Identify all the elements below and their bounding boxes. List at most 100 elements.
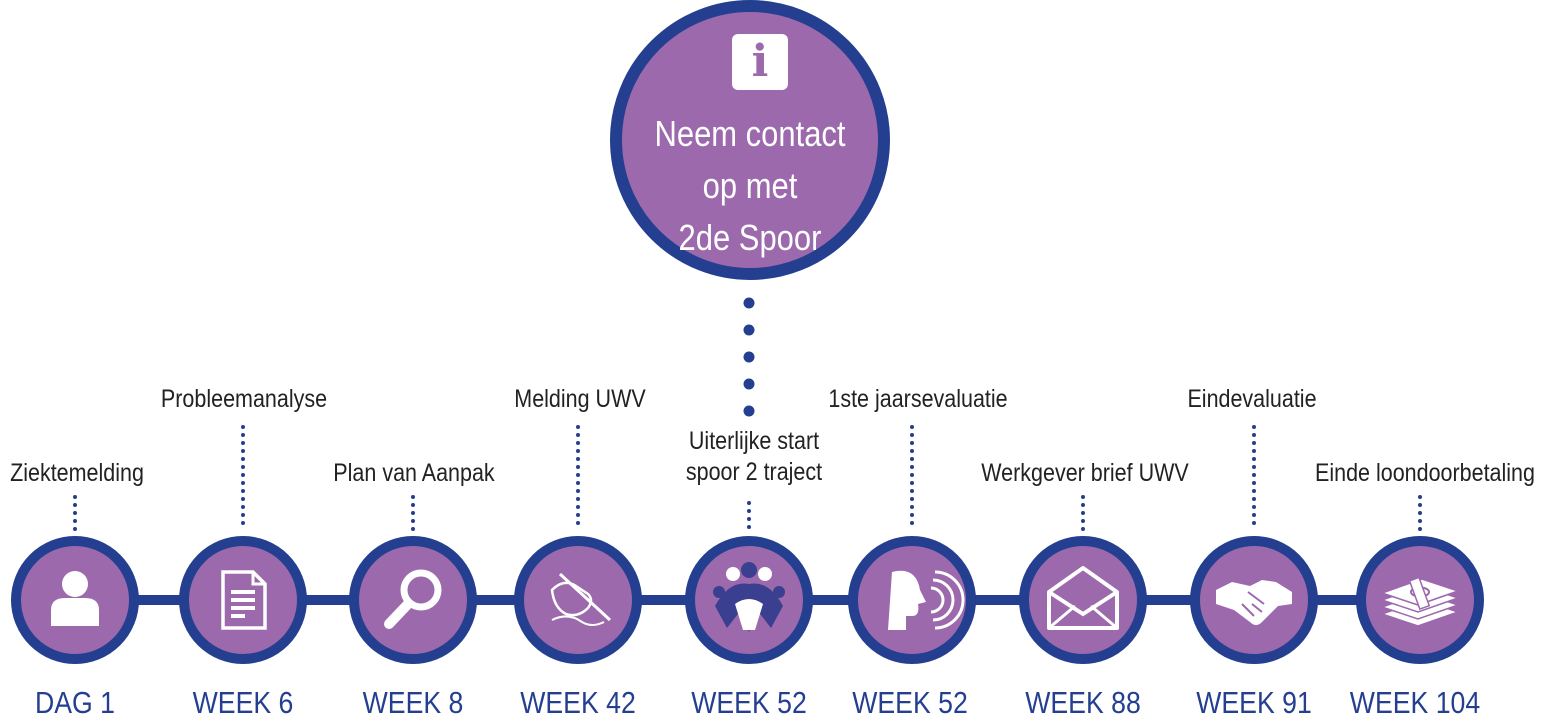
connector-dot <box>241 449 245 453</box>
connector-dot <box>576 481 580 485</box>
milestone-circle <box>349 536 477 664</box>
connector-dot <box>241 497 245 501</box>
week-label-week-52b: WEEK 52 <box>852 685 968 720</box>
connector-dot <box>1252 457 1256 461</box>
callout-line-3: 2de Spoor <box>678 217 822 258</box>
connector-dot <box>1081 527 1085 531</box>
connector-dot <box>1418 503 1422 507</box>
week-label-week-104: WEEK 104 <box>1349 685 1481 720</box>
milestone-label-ziektemelding: Ziektemelding <box>10 459 144 487</box>
milestone-label-jaarsevaluatie: 1ste jaarsevaluatie <box>828 385 1008 413</box>
connector-dot <box>241 441 245 445</box>
connector-dot <box>1418 511 1422 515</box>
connector-dot <box>910 521 914 525</box>
speaking-head-icon <box>888 570 965 630</box>
connector-dot <box>73 519 77 523</box>
connector-dot <box>576 425 580 429</box>
connector-dot <box>1252 465 1256 469</box>
connector-dot <box>910 513 914 517</box>
connector-dot <box>576 505 580 509</box>
milestone-label-einde-loondoorbetaling: Einde loondoorbetaling <box>1315 459 1535 487</box>
milestone-label-melding-uwv: Melding UWV <box>514 385 646 413</box>
callout-dot <box>743 378 755 390</box>
connector-dot <box>910 425 914 429</box>
connector-dot <box>1252 497 1256 501</box>
connector-dot <box>1252 473 1256 477</box>
connector-dot <box>910 489 914 493</box>
connector-dot <box>576 489 580 493</box>
money-stack-icon <box>1379 576 1461 627</box>
connector-dot <box>1252 489 1256 493</box>
callout-line-1: Neem contact <box>654 113 846 154</box>
connector-dot <box>747 525 751 529</box>
week-label-week-88: WEEK 88 <box>1025 685 1141 720</box>
connector-dot <box>576 473 580 477</box>
connector-dot <box>241 457 245 461</box>
connector-dot <box>1081 511 1085 515</box>
document-icon <box>221 570 267 630</box>
magnifier-icon <box>384 569 442 629</box>
connector-dot <box>411 519 415 523</box>
callout-dot <box>743 324 755 336</box>
connector-dot <box>1418 527 1422 531</box>
handshake-icon <box>1216 580 1292 625</box>
connector-dot <box>910 481 914 485</box>
connector-dot <box>910 457 914 461</box>
connector-dot <box>241 505 245 509</box>
connector-dot <box>1418 519 1422 523</box>
connector-dot <box>73 527 77 531</box>
people-group-icon <box>713 562 785 632</box>
connector-dot <box>241 465 245 469</box>
signing-hand-icon <box>550 572 612 626</box>
connector-dot <box>1252 449 1256 453</box>
connector-dot <box>411 503 415 507</box>
milestone-label-eindevaluatie: Eindevaluatie <box>1187 385 1317 413</box>
connector-dot <box>73 495 77 499</box>
connector-dot <box>576 465 580 469</box>
connector-dot <box>910 465 914 469</box>
callout-text: Neem contact op met 2de Spoor <box>640 108 860 264</box>
connector-dot <box>1252 521 1256 525</box>
week-label-dag-1: DAG 1 <box>34 685 116 720</box>
connector-dot <box>910 441 914 445</box>
connector-dot <box>747 517 751 521</box>
connector-dot <box>1418 495 1422 499</box>
milestone-circles <box>11 536 1484 664</box>
person-icon <box>51 571 99 626</box>
info-icon: i <box>732 34 788 90</box>
callout-connector-dots <box>743 297 755 417</box>
connector-dot <box>1252 433 1256 437</box>
connector-dot <box>576 449 580 453</box>
connector-dot <box>411 527 415 531</box>
connector-dot <box>910 449 914 453</box>
connector-dot <box>411 511 415 515</box>
connector-dot <box>241 521 245 525</box>
connector-dot <box>241 489 245 493</box>
callout-dot <box>743 351 755 363</box>
contact-callout-circle: i Neem contact op met 2de Spoor <box>610 0 890 280</box>
milestone-label-probleemanalyse: Probleemanalyse <box>160 385 328 413</box>
callout-dot <box>743 297 755 309</box>
connector-dot <box>1252 505 1256 509</box>
week-label-week-52a: WEEK 52 <box>691 685 807 720</box>
week-label-week-91: WEEK 91 <box>1196 685 1312 720</box>
connector-dot <box>910 433 914 437</box>
connector-dot <box>241 473 245 477</box>
callout-dot <box>743 405 755 417</box>
connector-dot <box>910 497 914 501</box>
connector-dot <box>910 505 914 509</box>
connector-dot <box>1081 503 1085 507</box>
connector-dot <box>1252 481 1256 485</box>
milestone-label-plan-van-aanpak: Plan van Aanpak <box>333 459 495 487</box>
connector-dot <box>241 513 245 517</box>
envelope-icon <box>1047 566 1119 630</box>
milestone-label-start-spoor-2: Uiterlijke start spoor 2 traject <box>685 427 823 486</box>
connector-dot <box>241 425 245 429</box>
connector-dot <box>576 513 580 517</box>
label-connector-dots <box>73 425 1422 531</box>
connector-dot <box>747 509 751 513</box>
milestone-circle <box>514 536 642 664</box>
connector-dot <box>576 441 580 445</box>
